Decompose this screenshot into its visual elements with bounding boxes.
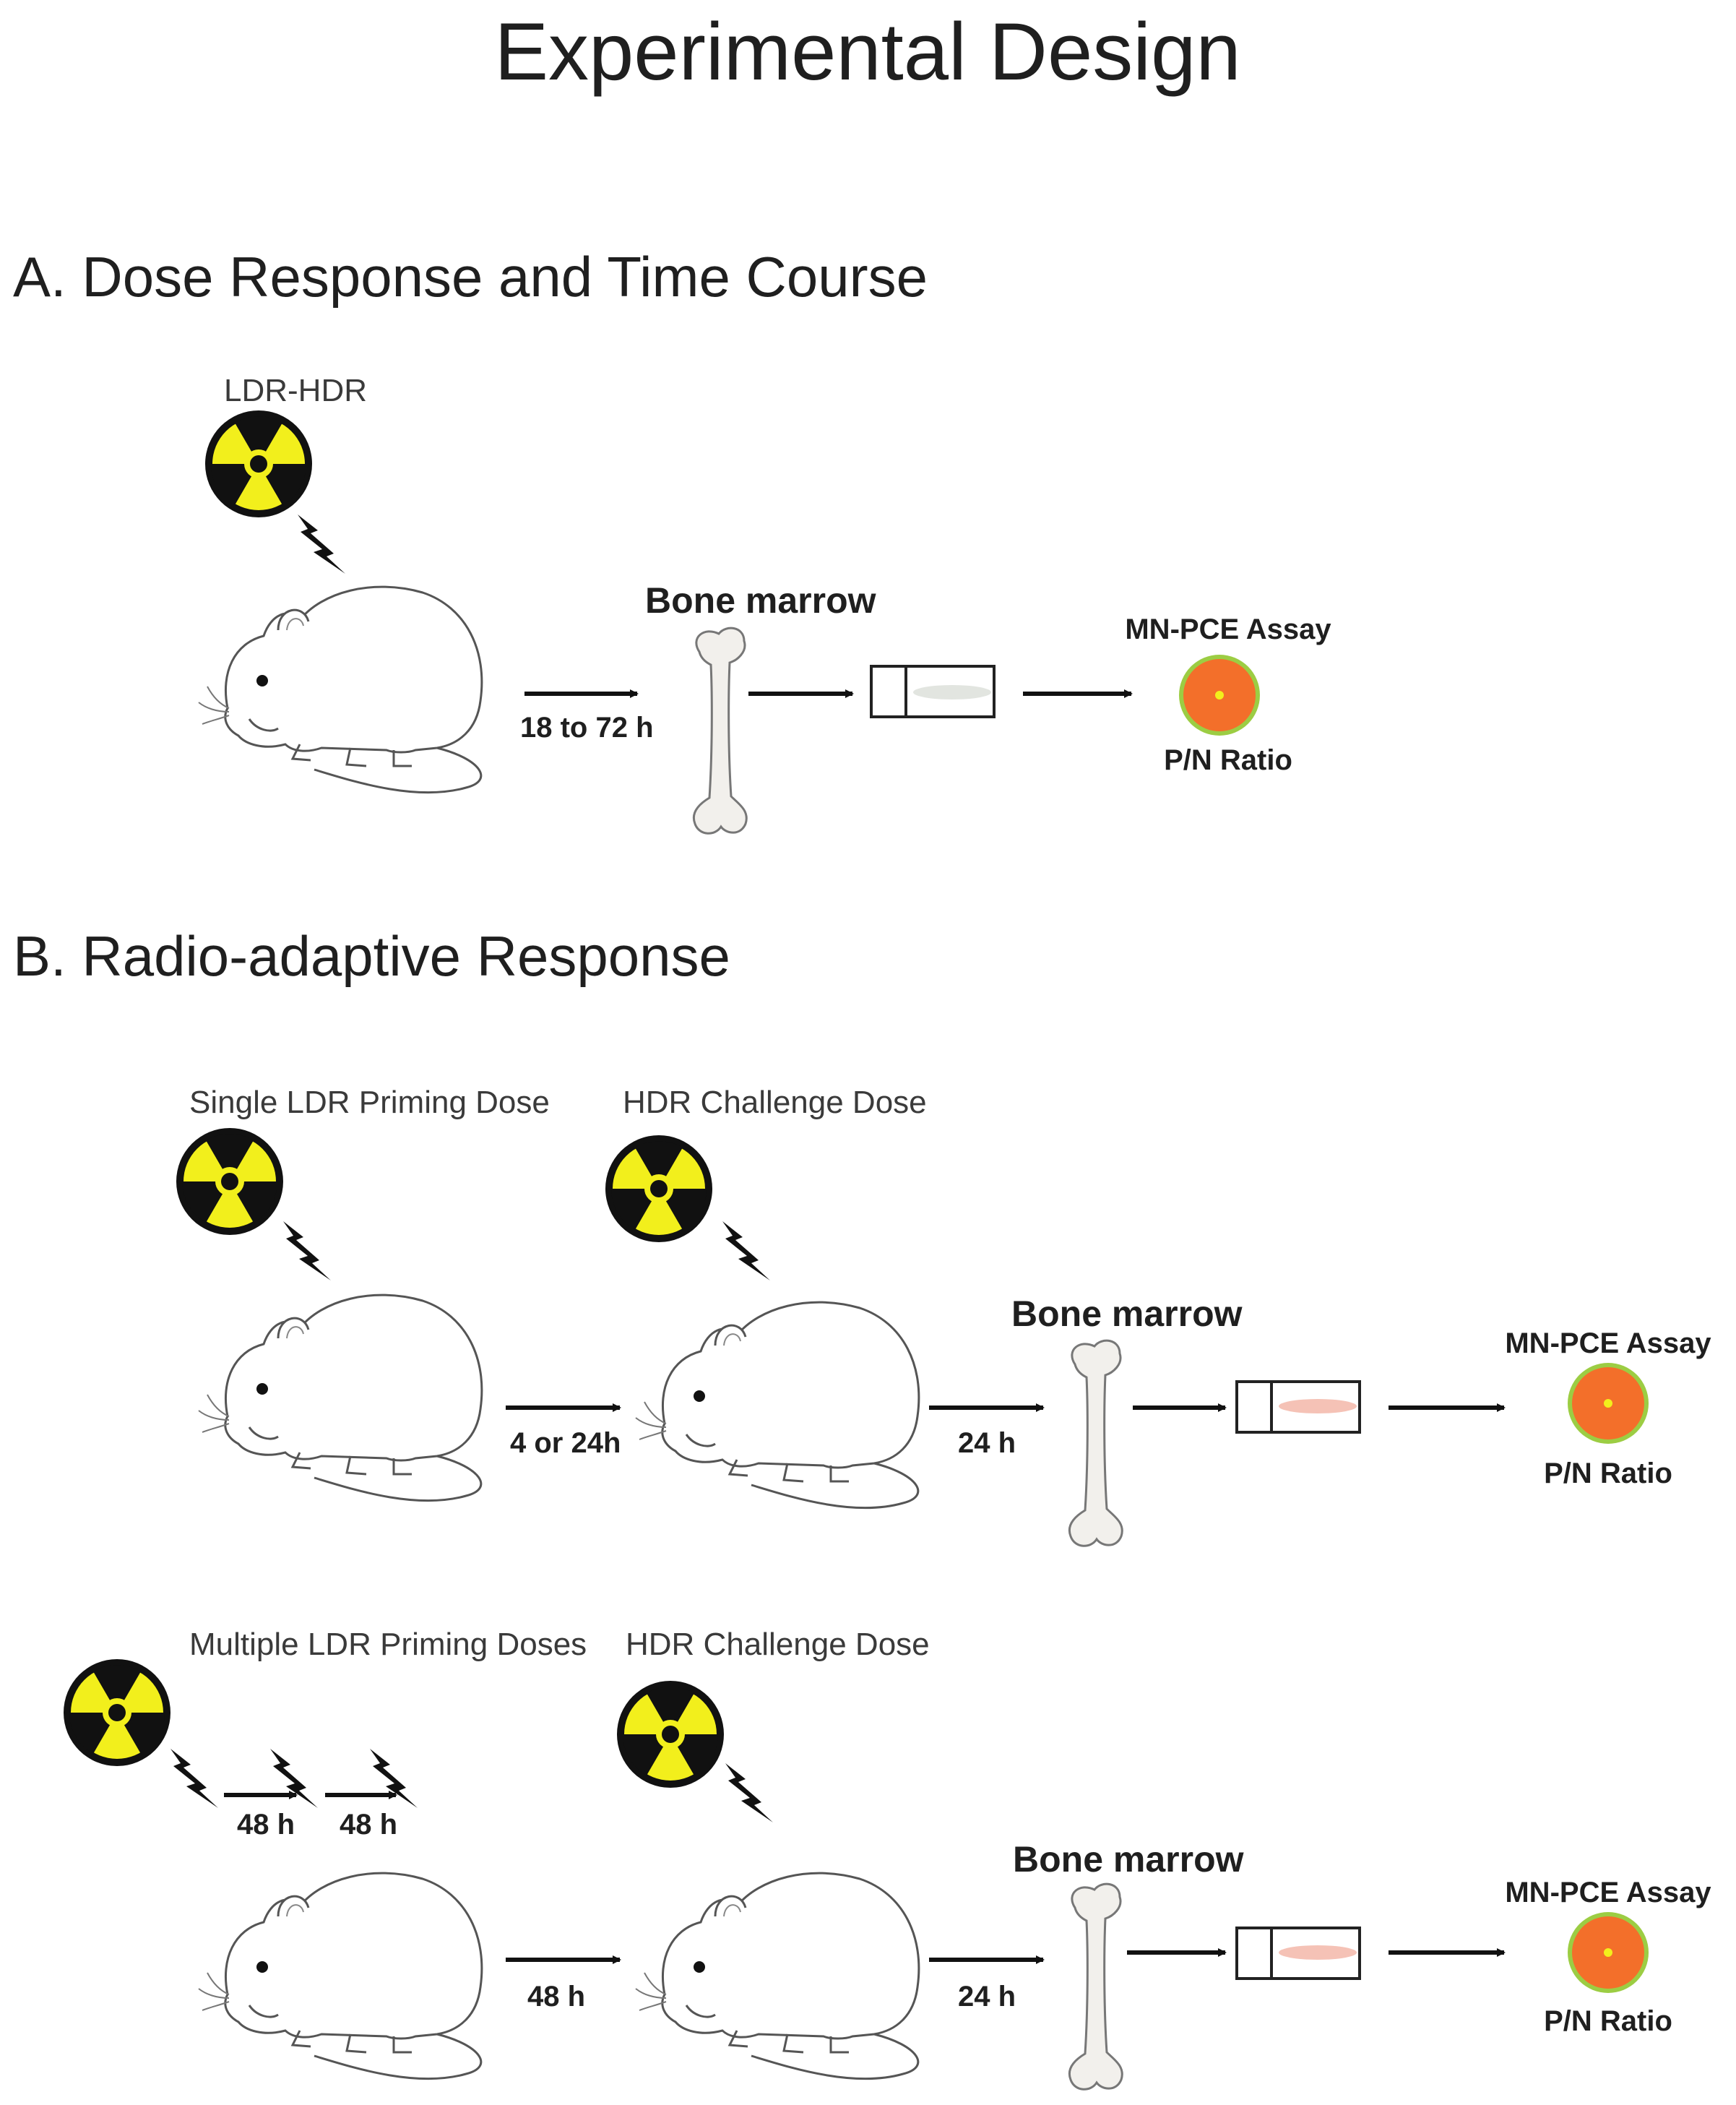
radiation-icon (605, 1135, 712, 1242)
lightning-icon (270, 1749, 318, 1808)
priming-label-row1: Single LDR Priming Dose (189, 1085, 550, 1120)
assay-label-row2: MN-PCE Assay (1505, 1877, 1711, 1908)
bone-marrow-label-a: Bone marrow (645, 580, 876, 621)
ratio-label-row1: P/N Ratio (1544, 1458, 1672, 1489)
arrow-a1-label: 18 to 72 h (520, 712, 654, 744)
radiation-icon (205, 410, 312, 517)
interval-label-row2: 48 h (527, 1981, 585, 2013)
radiation-icon (176, 1128, 283, 1235)
harvest-label-row1: 24 h (958, 1427, 1016, 1459)
bone-icon (692, 627, 748, 835)
priming-interval-label-1: 48 h (237, 1809, 295, 1841)
bone-icon (1068, 1882, 1123, 2091)
bone-icon (1068, 1339, 1123, 1547)
ratio-label-a: P/N Ratio (1164, 744, 1292, 776)
smear (1279, 1945, 1357, 1960)
figure-title: Experimental Design (494, 7, 1240, 97)
lightning-icon (283, 1221, 331, 1280)
harvest-label-row2: 24 h (958, 1981, 1016, 2013)
mouse-icon (197, 1872, 483, 2080)
smear (1279, 1399, 1357, 1413)
lightning-icon (722, 1221, 770, 1280)
bone-marrow-label-row1: Bone marrow (1011, 1293, 1243, 1334)
bone-marrow-label-row2: Bone marrow (1013, 1839, 1244, 1880)
interval-label-row1: 4 or 24h (510, 1427, 621, 1459)
assay-label-row1: MN-PCE Assay (1505, 1327, 1711, 1359)
priming-label-row2: Multiple LDR Priming Doses (189, 1627, 587, 1662)
challenge-label-row1: HDR Challenge Dose (623, 1085, 927, 1120)
smear (913, 685, 991, 699)
mouse-icon (634, 1872, 920, 2080)
radiation-icon (617, 1681, 724, 1788)
lightning-icon (298, 515, 345, 574)
culture-dish-icon (1568, 1363, 1649, 1444)
culture-dish-icon (1568, 1912, 1649, 1993)
lightning-icon (370, 1749, 418, 1808)
culture-dish-icon (1179, 655, 1260, 736)
section-a-heading: A. Dose Response and Time Course (13, 245, 928, 309)
lightning-icon (725, 1763, 773, 1822)
ratio-label-row2: P/N Ratio (1544, 2005, 1672, 2037)
mouse-icon (634, 1301, 920, 1510)
mouse-icon (197, 585, 483, 794)
source-label-a: LDR-HDR (224, 373, 367, 408)
assay-label-a: MN-PCE Assay (1125, 614, 1331, 645)
lightning-icon (170, 1749, 218, 1808)
mouse-icon (197, 1293, 483, 1502)
challenge-label-row2: HDR Challenge Dose (626, 1627, 930, 1662)
section-b-heading: B. Radio-adaptive Response (13, 924, 730, 988)
priming-interval-label-2: 48 h (340, 1809, 397, 1841)
radiation-icon (64, 1659, 170, 1766)
